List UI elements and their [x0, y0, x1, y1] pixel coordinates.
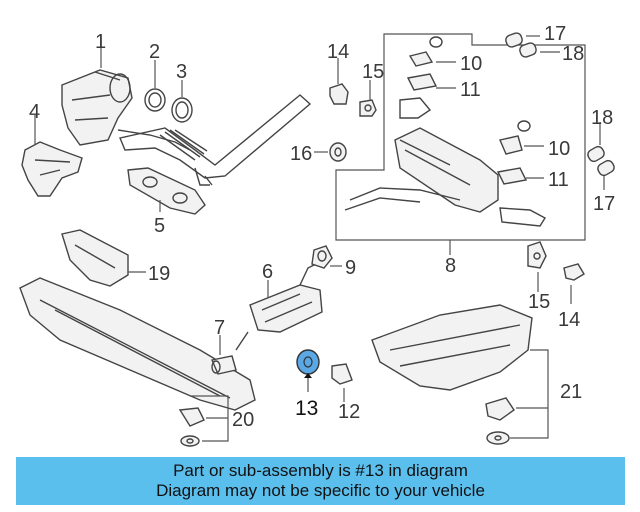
rubber-mount[interactable]: [359, 99, 377, 117]
heat-shield-front[interactable]: [61, 229, 129, 287]
bracket-12[interactable]: [331, 363, 353, 385]
bracket-lower[interactable]: [563, 263, 585, 281]
callout-5: 5: [154, 215, 165, 237]
callout-18-side: 18: [591, 107, 613, 129]
shield-washer[interactable]: [486, 431, 510, 445]
callout-7: 7: [214, 317, 225, 339]
clamp-lower[interactable]: [499, 120, 531, 155]
tail-pipe-clamp-7[interactable]: [211, 355, 237, 375]
callout-10-bottom: 10: [548, 138, 570, 160]
callout-12: 12: [338, 401, 360, 423]
callout-13: 13: [295, 397, 318, 420]
callout-19: 19: [148, 263, 170, 285]
bracket-upper[interactable]: [329, 83, 349, 105]
gasket[interactable]: [171, 97, 193, 123]
clamp-strap-upper[interactable]: [406, 73, 438, 91]
washer-top[interactable]: [178, 407, 205, 427]
assembly-box-8: [335, 33, 586, 241]
clamp-upper[interactable]: [408, 36, 443, 67]
pipe-clamp-9[interactable]: [311, 245, 333, 269]
callout-21: 21: [560, 381, 582, 403]
hanger-13-highlighted[interactable]: [296, 349, 320, 375]
center-muffler[interactable]: [235, 261, 323, 351]
rear-muffler[interactable]: [344, 97, 546, 227]
callout-17-top: 17: [544, 23, 566, 45]
sleeve-top[interactable]: [504, 32, 537, 59]
clamp[interactable]: [144, 88, 166, 112]
isolator[interactable]: [329, 142, 347, 162]
callout-4: 4: [29, 101, 40, 123]
callout-11-bottom: 11: [548, 169, 569, 191]
heat-shield-tunnel[interactable]: [19, 277, 256, 411]
callout-15-top: 15: [362, 61, 384, 83]
callout-11-top: 11: [460, 79, 481, 101]
banner-line-2: Diagram may not be specific to your vehi…: [156, 481, 485, 500]
clamp-strap-lower[interactable]: [496, 167, 528, 185]
front-pipe[interactable]: [119, 94, 312, 186]
callout-8: 8: [445, 255, 456, 277]
shield-clip[interactable]: [485, 397, 515, 421]
rubber-mount-lower[interactable]: [527, 241, 547, 269]
catalytic-converter[interactable]: [61, 69, 191, 151]
banner-line-1: Part or sub-assembly is #13 in diagram: [173, 461, 468, 480]
sleeve-side[interactable]: [586, 145, 616, 177]
callout-6: 6: [262, 261, 273, 283]
callout-15-bottom: 15: [528, 291, 550, 313]
callout-1: 1: [95, 31, 106, 53]
callout-17-side: 17: [593, 193, 615, 215]
callout-14-top: 14: [327, 41, 349, 63]
info-banner: Part or sub-assembly is #13 in diagram D…: [16, 457, 625, 505]
callout-2: 2: [149, 41, 160, 63]
heat-shield-rear[interactable]: [371, 304, 533, 391]
callout-16: 16: [290, 143, 312, 165]
bracket[interactable]: [21, 141, 83, 197]
washer-bottom[interactable]: [180, 435, 200, 447]
callout-3: 3: [176, 61, 187, 83]
callout-10-top: 10: [460, 53, 482, 75]
callout-14-bottom: 14: [558, 309, 580, 331]
callout-9: 9: [345, 257, 356, 279]
flange-gasket[interactable]: [127, 167, 206, 215]
callout-18-top: 18: [562, 43, 584, 65]
callout-20: 20: [232, 409, 254, 431]
